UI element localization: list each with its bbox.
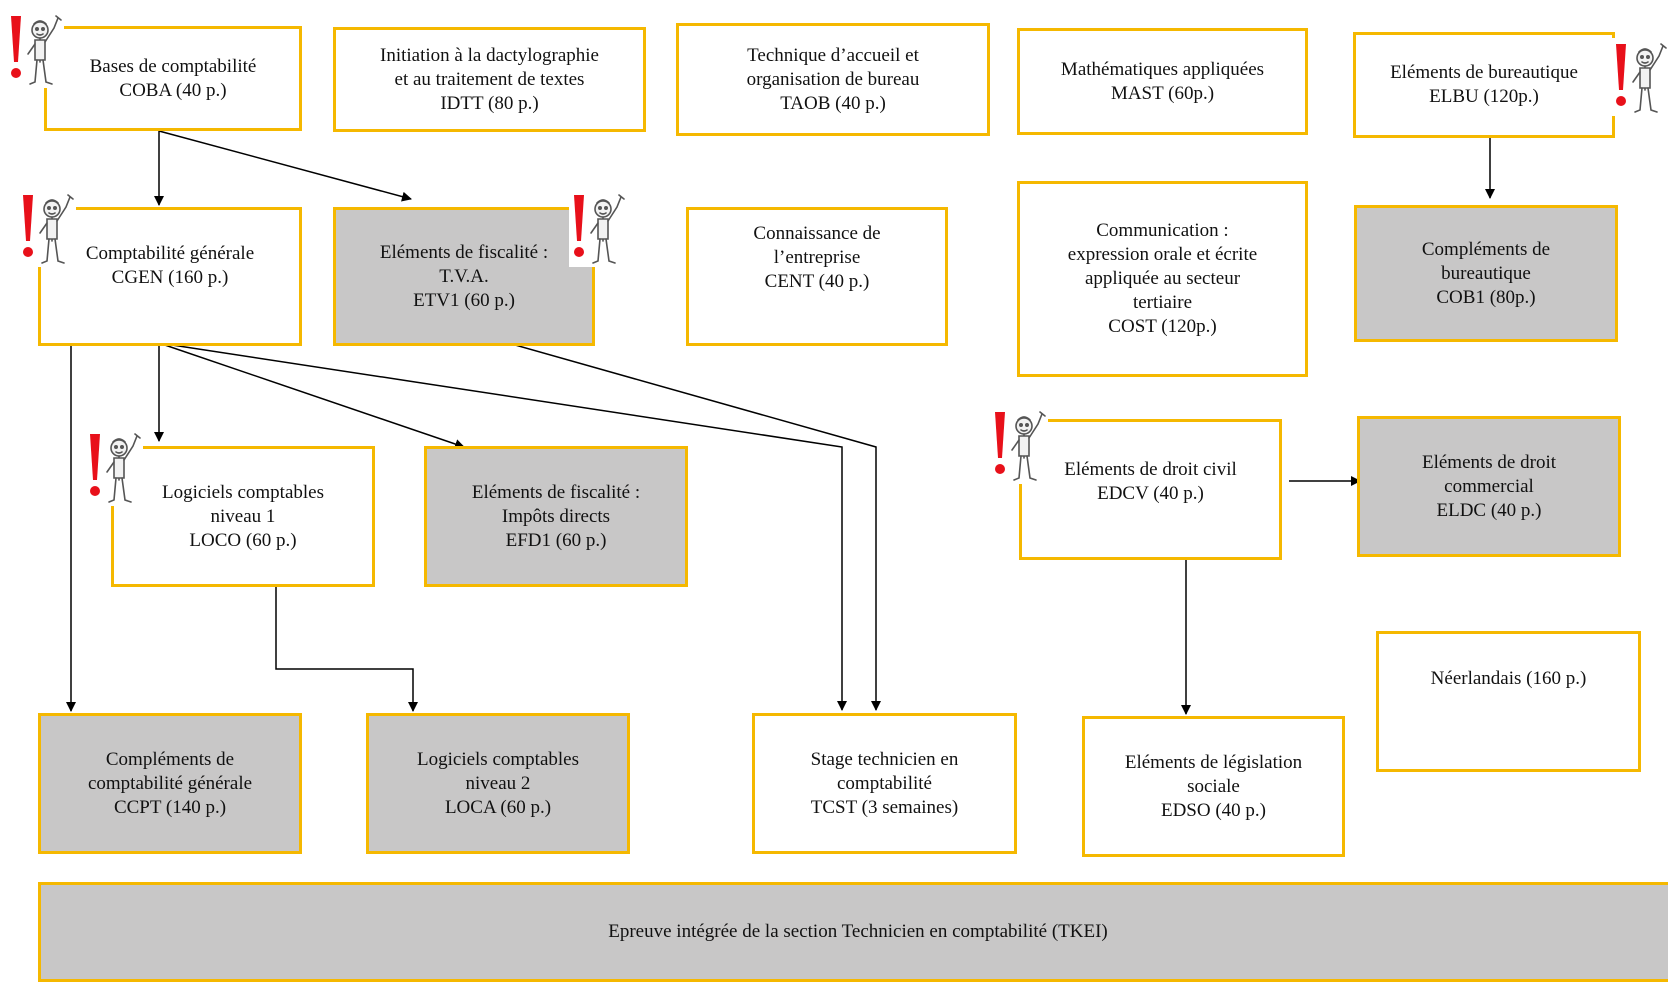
- module-label-line: EDCV (40 p.): [1097, 483, 1204, 504]
- module-label-line: CENT (40 p.): [764, 271, 870, 292]
- module-label-line: LOCO (60 p.): [189, 529, 297, 551]
- module-label-line: EDSO (40 p.): [1160, 799, 1266, 821]
- module-label-line: Logiciels comptables: [162, 481, 324, 503]
- warning-mascot-icon: [990, 406, 1048, 484]
- module-label-line: Connaissance de: [753, 223, 881, 244]
- module-label-line: tertiaire: [1132, 292, 1193, 313]
- module-label-line: Eléments de fiscalité :: [471, 481, 641, 503]
- module-label-line: Mathématiques appliquées: [1060, 58, 1265, 80]
- module-label-line: LOCA (60 p.): [444, 796, 552, 818]
- module-label-line: et au traitement de textes: [394, 68, 585, 90]
- module-label-line: niveau 2: [465, 772, 531, 794]
- module-label-line: CGEN (160 p.): [111, 267, 229, 288]
- warning-mascot-icon: [569, 189, 627, 267]
- module-label-line: Comptabilité générale: [85, 243, 255, 264]
- module-label-line: Eléments de bureautique: [1390, 62, 1578, 83]
- module-label-line: ETV1 (60 p.): [413, 289, 515, 311]
- module-label-line: Epreuve intégrée de la section Technicie…: [608, 921, 1108, 942]
- module-label-line: comptabilité: [837, 772, 932, 794]
- arrow-loco-loca: [275, 586, 418, 712]
- module-label-line: TAOB (40 p.): [780, 92, 886, 114]
- module-label-line: Bases de comptabilité: [89, 55, 257, 77]
- module-label-line: niveau 1: [210, 505, 276, 527]
- warning-mascot-icon: [6, 10, 64, 88]
- module-label-line: Néerlandais (160 p.): [1430, 668, 1587, 689]
- module-label-line: Eléments de fiscalité :: [379, 241, 549, 263]
- module-label-line: Logiciels comptables: [417, 748, 579, 770]
- module-label-line: sociale: [1187, 775, 1240, 797]
- arrow-cgen-efd1: [158, 342, 465, 449]
- module-label-line: EFD1 (60 p.): [505, 529, 607, 551]
- module-label-line: COST (120p.): [1108, 316, 1217, 337]
- module-label-line: ELDC (40 p.): [1436, 499, 1542, 521]
- warning-mascot-icon: [1611, 38, 1668, 116]
- module-label-line: COBA (40 p.): [119, 79, 227, 101]
- module-etv1: Eléments de fiscalité :T.V.A.ETV1 (60 p.…: [333, 207, 595, 346]
- module-label-line: appliquée au secteur: [1084, 268, 1241, 289]
- module-label-line: Stage technicien en: [810, 748, 959, 770]
- module-label-line: expression orale et écrite: [1067, 244, 1258, 265]
- module-label-line: Eléments de législation: [1124, 751, 1303, 773]
- arrow-coba-etv1: [158, 130, 412, 202]
- module-neer: Néerlandais (160 p.): [1376, 631, 1641, 772]
- module-label-line: Eléments de droit: [1421, 451, 1557, 473]
- module-label-line: commercial: [1444, 475, 1534, 497]
- module-label-line: Impôts directs: [501, 505, 611, 527]
- module-label-line: Eléments de droit civil: [1064, 459, 1237, 480]
- module-label-line: COB1 (80p.): [1436, 286, 1536, 308]
- module-label-line: Compléments de: [105, 748, 235, 770]
- module-label-line: MAST (60p.): [1110, 82, 1215, 104]
- module-label-line: bureautique: [1441, 262, 1531, 284]
- module-label-line: comptabilité générale: [87, 772, 253, 794]
- module-label-line: T.V.A.: [439, 265, 489, 287]
- module-label-line: TCST (3 semaines): [810, 796, 959, 818]
- module-label-line: Technique d’accueil et: [747, 44, 919, 66]
- module-label-line: CCPT (140 p.): [113, 796, 227, 818]
- module-cost: Communication : expression orale et écrit…: [1017, 181, 1308, 377]
- module-label-line: ELBU (120p.): [1429, 86, 1539, 107]
- module-label-line: IDTT (80 p.): [440, 92, 539, 114]
- module-label-line: organisation de bureau: [746, 68, 920, 90]
- module-label-line: Communication :: [1096, 220, 1229, 241]
- module-label-line: l’entreprise: [773, 247, 861, 268]
- warning-mascot-icon: [85, 428, 143, 506]
- module-label-line: Compléments de: [1421, 238, 1551, 260]
- module-tkei: Epreuve intégrée de la section Technicie…: [38, 882, 1668, 982]
- warning-mascot-icon: [18, 189, 76, 267]
- module-label-line: Initiation à la dactylographie: [380, 44, 599, 66]
